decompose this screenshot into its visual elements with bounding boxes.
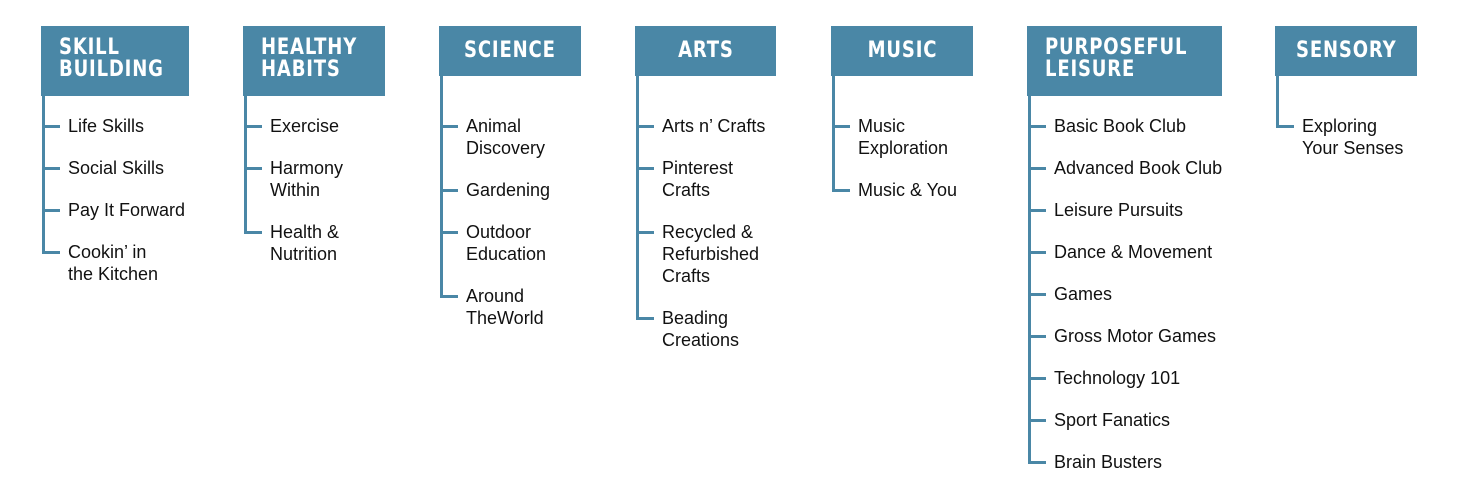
connector-line	[244, 26, 247, 234]
branch-tick	[636, 125, 654, 128]
item-label: Music & You	[858, 180, 958, 200]
category-column-science: ScienceAnimal DiscoveryGardeningOutdoor …	[439, 26, 581, 328]
branch-tick	[636, 317, 654, 320]
connector-line	[1276, 26, 1279, 128]
branch-tick	[440, 125, 458, 128]
category-title: Music	[867, 38, 937, 63]
item-label: Health & Nutrition	[270, 222, 340, 264]
connector-line	[1028, 26, 1031, 464]
item-label: Around TheWorld	[466, 286, 544, 328]
category-header: Music	[831, 26, 973, 76]
branch-tick	[42, 167, 60, 170]
item-label: Pinterest Crafts	[662, 158, 734, 200]
branch-tick	[244, 125, 262, 128]
item-label: Basic Book Club	[1054, 116, 1187, 136]
connector-line	[440, 26, 443, 298]
branch-tick	[1028, 377, 1046, 380]
branch-tick	[1028, 419, 1046, 422]
category-title: Healthy Habits	[261, 35, 358, 82]
item-label: Harmony Within	[270, 158, 344, 200]
item-label: Dance & Movement	[1054, 242, 1213, 262]
item-label: Music Exploration	[858, 116, 949, 158]
branch-tick	[244, 167, 262, 170]
item-label: Gross Motor Games	[1054, 326, 1217, 346]
item-label: Advanced Book Club	[1054, 158, 1223, 178]
category-column-purposeful-leisure: Purposeful LeisureBasic Book ClubAdvance…	[1027, 26, 1222, 472]
branch-tick	[42, 125, 60, 128]
item-label: Animal Discovery	[466, 116, 546, 158]
item-label: Exploring Your Senses	[1302, 116, 1404, 158]
item-label: Recycled & Refurbished Crafts	[662, 222, 760, 286]
category-column-sensory: SensoryExploring Your Senses	[1275, 26, 1417, 158]
category-title: Sensory	[1295, 38, 1397, 63]
item-label: Life Skills	[68, 116, 145, 136]
item-label: Cookin’ in the Kitchen	[68, 242, 159, 284]
item-label: Outdoor Education	[466, 222, 547, 264]
branch-tick	[832, 189, 850, 192]
branch-tick	[1028, 293, 1046, 296]
branch-tick	[636, 167, 654, 170]
item-label: Sport Fanatics	[1054, 410, 1171, 430]
item-label: Games	[1054, 284, 1113, 304]
item-label: Beading Creations	[662, 308, 740, 350]
item-label: Pay It Forward	[68, 200, 186, 220]
category-title: Arts	[677, 38, 734, 63]
connector-line	[636, 26, 639, 320]
branch-tick	[1276, 125, 1294, 128]
branch-tick	[1028, 461, 1046, 464]
branch-tick	[636, 231, 654, 234]
item-label: Arts n’ Crafts	[662, 116, 766, 136]
branch-tick	[42, 209, 60, 212]
branch-tick	[440, 189, 458, 192]
branch-tick	[1028, 251, 1046, 254]
category-title: Science	[464, 38, 556, 63]
branch-tick	[1028, 125, 1046, 128]
branch-tick	[42, 251, 60, 254]
category-header: Sensory	[1275, 26, 1417, 76]
category-header: Arts	[635, 26, 776, 76]
branch-tick	[1028, 209, 1046, 212]
branch-tick	[1028, 167, 1046, 170]
branch-tick	[440, 231, 458, 234]
branch-tick	[440, 295, 458, 298]
item-label: Gardening	[466, 180, 551, 200]
item-label: Social Skills	[68, 158, 165, 178]
branch-tick	[1028, 335, 1046, 338]
branch-tick	[832, 125, 850, 128]
category-header: Purposeful Leisure	[1027, 26, 1222, 96]
category-header: Healthy Habits	[243, 26, 385, 96]
category-title: Skill Building	[59, 35, 164, 82]
item-label: Technology 101	[1054, 368, 1181, 388]
connector-line	[42, 26, 45, 254]
category-header: Skill Building	[41, 26, 189, 96]
category-header: Science	[439, 26, 581, 76]
item-label: Exercise	[270, 116, 340, 136]
branch-tick	[244, 231, 262, 234]
category-title: Purposeful Leisure	[1045, 35, 1188, 82]
item-label: Brain Busters	[1054, 452, 1163, 472]
category-column-healthy-habits: Healthy HabitsExerciseHarmony WithinHeal…	[243, 26, 385, 264]
item-label: Leisure Pursuits	[1054, 200, 1184, 220]
connector-line	[832, 26, 835, 192]
